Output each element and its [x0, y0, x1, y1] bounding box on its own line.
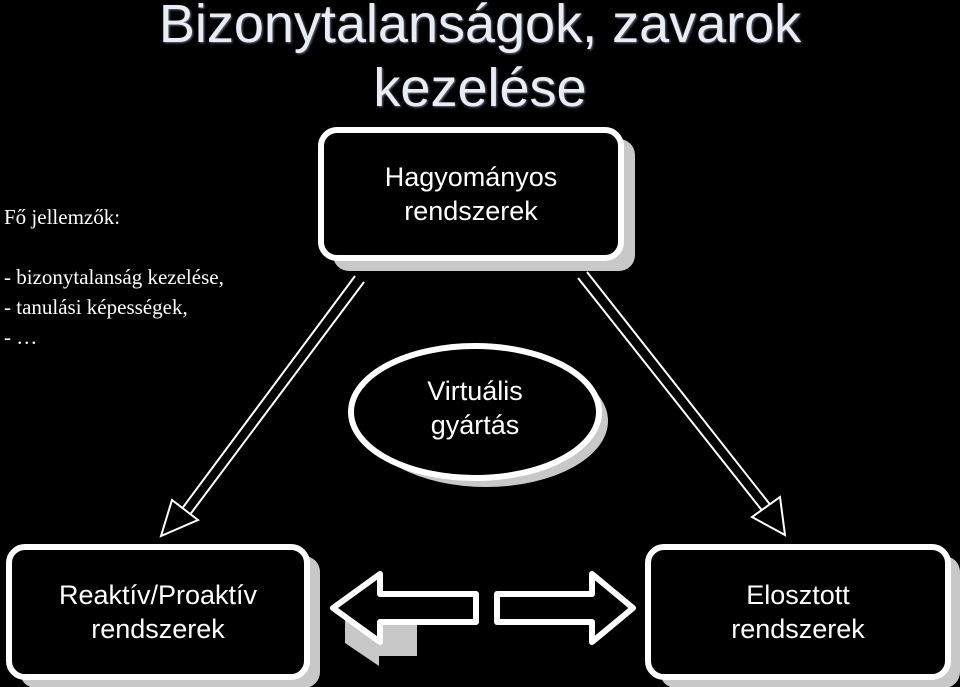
feature-item-learning: - tanulási képességek, [4, 295, 188, 319]
page-title: Bizonytalanságok, zavarok kezelése [0, 0, 960, 120]
arrow-right-hollow [494, 571, 636, 645]
node-virtual-line-2: gyártás [430, 410, 520, 440]
node-virtual-line-1: Virtuális [427, 376, 523, 406]
node-reactive-label: Reaktív/Proaktív rendszerek [9, 578, 307, 646]
arrow-to-reactive-shaft-a [177, 275, 356, 515]
node-traditional-label: Hagyományos rendszerek [321, 160, 621, 228]
arrow-to-reactive [159, 275, 365, 538]
arrow-to-reactive-shaft-b [185, 281, 365, 521]
features-heading: Fő jellemzők: [4, 205, 121, 229]
features-note: Fő jellemzők: - bizonytalanság kezelése,… [4, 202, 224, 352]
feature-item-more: - … [4, 325, 38, 349]
node-distributed-line-1: Elosztott [746, 580, 850, 610]
node-distributed-label: Elosztott rendszerek [648, 578, 948, 646]
node-virtual [348, 343, 608, 487]
node-reactive [6, 544, 320, 687]
node-virtual-label: Virtuális gyártás [351, 374, 599, 442]
arrow-right-outline [494, 571, 636, 645]
arrow-to-distributed [577, 271, 787, 537]
feature-item-uncertainty: - bizonytalanság kezelése, [4, 265, 224, 289]
page-title-line-2: kezelése [373, 58, 587, 118]
arrow-to-distributed-shaft-b [586, 271, 773, 508]
node-traditional-line-2: rendszerek [404, 196, 538, 226]
page-title-line-1: Bizonytalanságok, zavarok [158, 0, 802, 54]
arrow-to-reactive-head [159, 498, 200, 538]
arrow-left-outline [330, 571, 479, 645]
node-distributed-box [645, 544, 951, 680]
arrow-left-hollow [330, 571, 479, 666]
node-traditional-box [318, 127, 624, 261]
node-reactive-line-1: Reaktív/Proaktív [58, 580, 258, 610]
arrow-to-distributed-shaft-a [577, 277, 765, 514]
arrow-to-distributed-head [750, 495, 787, 537]
node-distributed-line-2: rendszerek [731, 614, 865, 644]
node-virtual-ellipse [348, 343, 602, 481]
node-traditional [318, 127, 635, 271]
node-reactive-line-2: rendszerek [91, 614, 225, 644]
node-distributed [645, 544, 960, 687]
node-reactive-box [6, 544, 310, 680]
node-traditional-line-1: Hagyományos [384, 162, 558, 192]
